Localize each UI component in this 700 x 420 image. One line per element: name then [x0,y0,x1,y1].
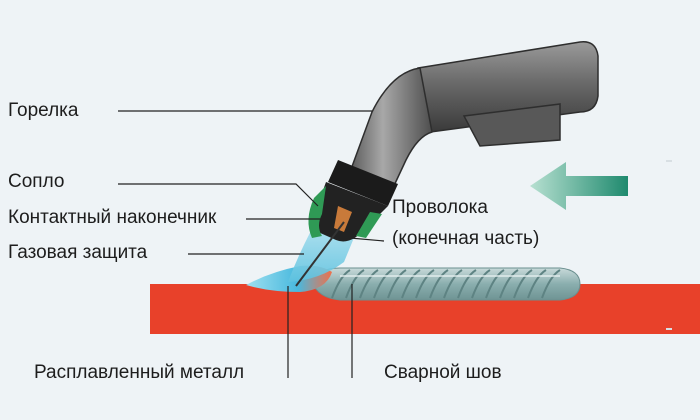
arrow-left-icon [530,162,628,210]
label-wire: Проволока [392,197,488,218]
contact-tip [334,206,352,232]
label-molten-metal: Расплавленный металл [34,362,245,383]
speck [666,328,672,330]
torch-collar [328,160,398,206]
label-nozzle: Сопло [8,171,65,192]
wire [295,221,345,287]
speck [666,160,672,162]
leader-lines [118,110,385,378]
torch-body [417,41,599,147]
weld-bead [311,267,581,301]
label-wire-sub: (конечная часть) [392,228,540,249]
label-torch: Горелка [8,100,79,121]
torch-neck [349,67,433,191]
label-gas-shield: Газовая защита [8,242,148,263]
label-contact-tip: Контактный наконечник [8,207,217,228]
label-weld-seam: Сварной шов [384,362,502,383]
